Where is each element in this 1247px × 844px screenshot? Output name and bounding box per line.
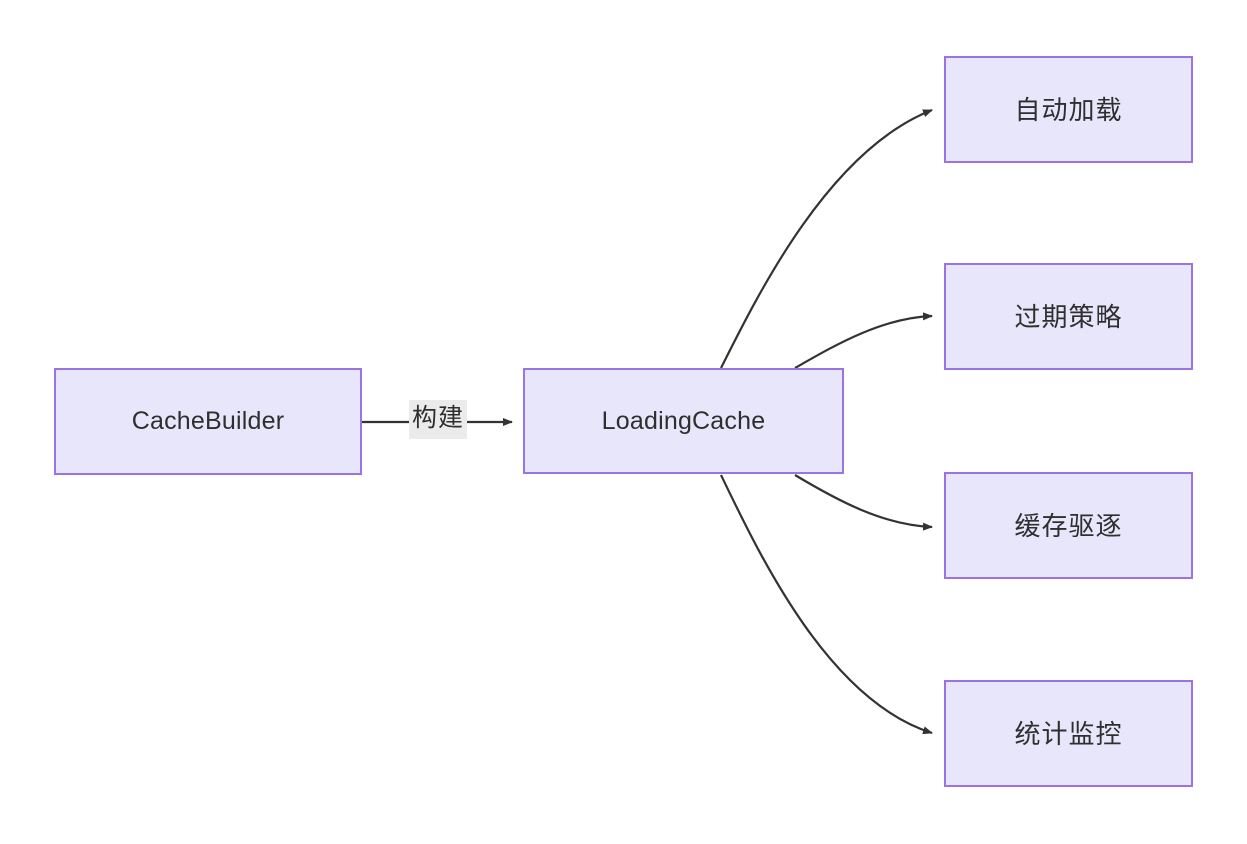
- edge-expire-path: [794, 312, 933, 369]
- node-stats-monitor[interactable]: 统计监控: [944, 680, 1193, 787]
- node-auto-load-label: 自动加载: [1014, 94, 1123, 125]
- node-cache-builder-label: CacheBuilder: [131, 407, 285, 435]
- node-expire-policy[interactable]: 过期策略: [944, 263, 1193, 370]
- node-auto-load[interactable]: 自动加载: [944, 56, 1193, 163]
- node-loading-cache[interactable]: LoadingCache: [523, 368, 844, 474]
- node-cache-evict-label: 缓存驱逐: [1014, 510, 1123, 541]
- node-stats-monitor-label: 统计监控: [1014, 718, 1123, 749]
- node-expire-policy-label: 过期策略: [1014, 301, 1123, 332]
- edge-evict-path: [794, 474, 933, 531]
- edge-auto-load-path: [720, 108, 933, 369]
- edge-stats-path: [720, 474, 933, 735]
- node-cache-evict[interactable]: 缓存驱逐: [944, 472, 1193, 579]
- node-loading-cache-label: LoadingCache: [601, 406, 766, 435]
- edge-label-build: 构建: [409, 400, 468, 439]
- node-cache-builder[interactable]: CacheBuilder: [54, 368, 362, 475]
